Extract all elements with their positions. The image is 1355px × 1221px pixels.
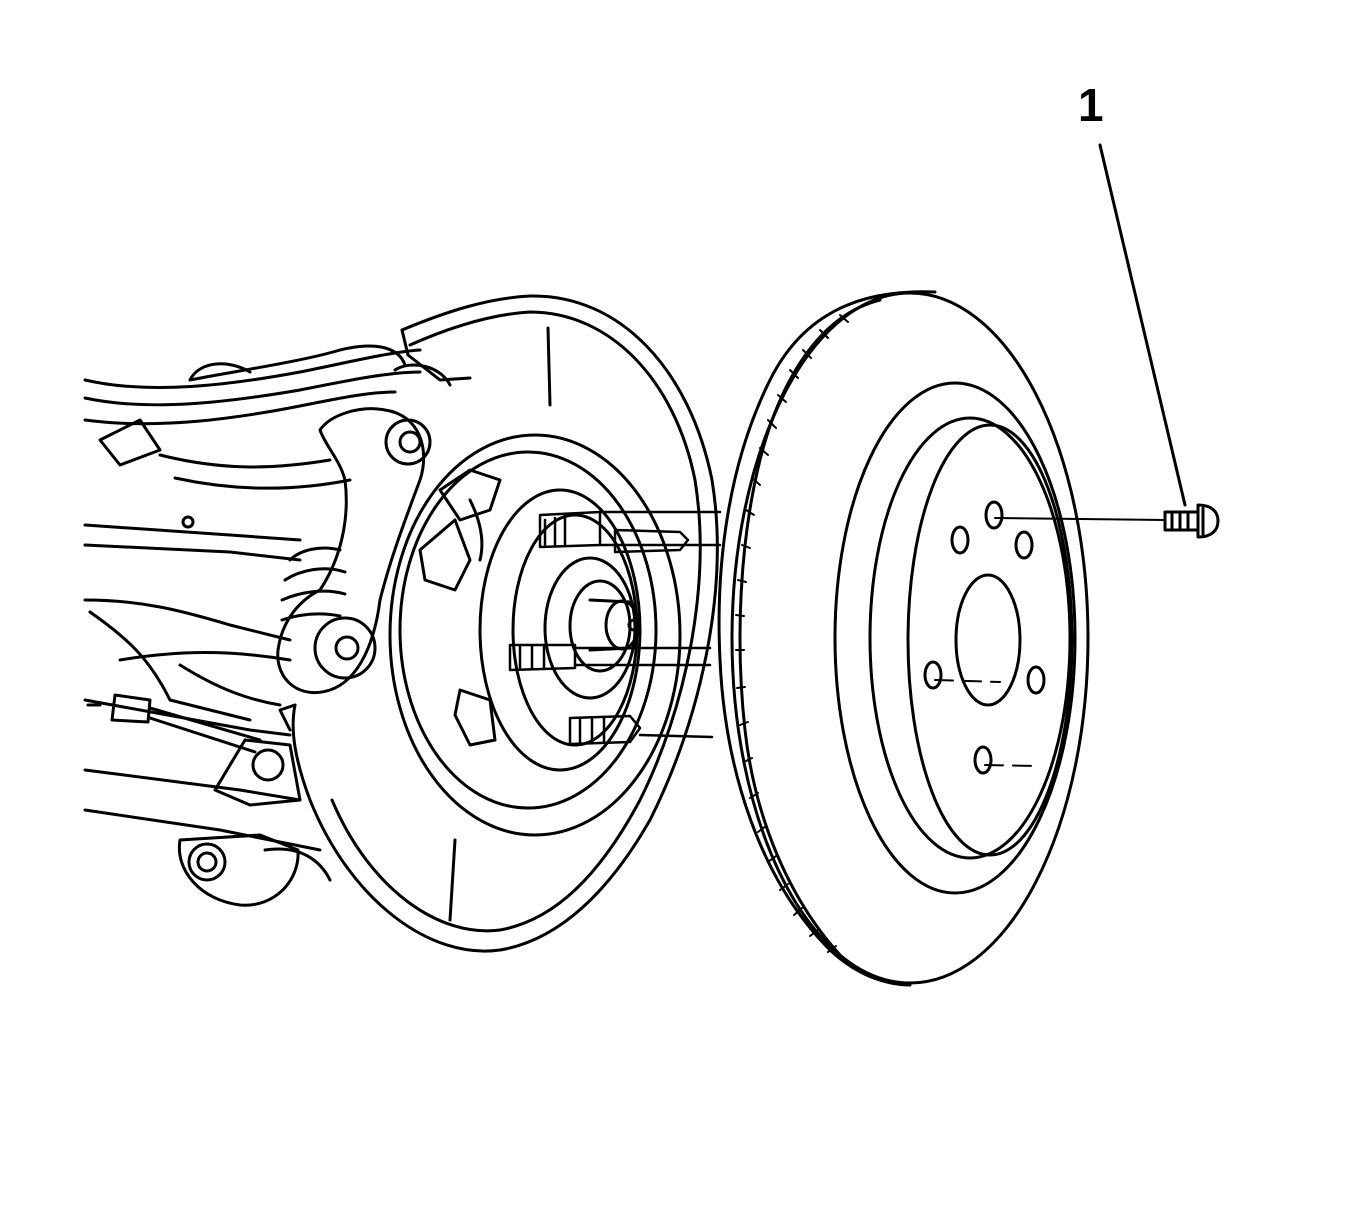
wheel-hub-bearing — [390, 435, 680, 835]
wheel-studs — [510, 512, 720, 744]
callout-leader-line — [1100, 145, 1185, 505]
suspension-linkage — [85, 350, 420, 905]
rotor-retaining-screw — [1165, 505, 1218, 537]
brake-splash-shield — [280, 296, 717, 951]
steering-knuckle — [190, 346, 450, 693]
alignment-lines — [600, 512, 1165, 766]
brake-rotor — [719, 292, 1088, 985]
callout-label-1: 1 — [1078, 79, 1104, 131]
